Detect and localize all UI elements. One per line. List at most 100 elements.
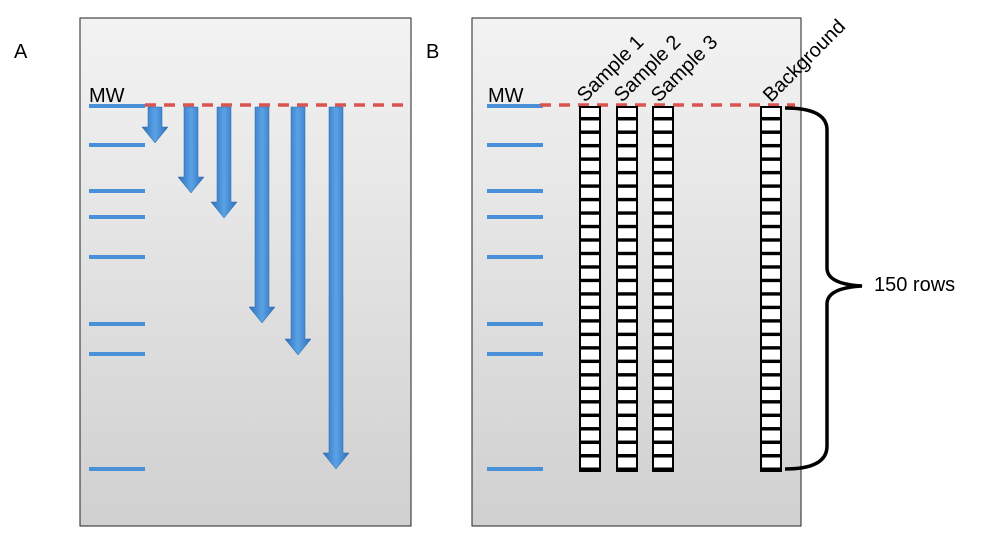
lane-divider [617, 157, 637, 161]
lane-divider [653, 346, 673, 350]
lane-divider [617, 427, 637, 431]
marker-band [89, 143, 145, 147]
lane-divider [580, 211, 600, 215]
lane-divider [761, 265, 781, 269]
lane-divider [761, 211, 781, 215]
lane-divider [653, 292, 673, 296]
lane-divider [580, 359, 600, 364]
lane-divider [580, 427, 600, 431]
migration-arrow [284, 106, 312, 356]
lane-divider [653, 467, 673, 471]
lane-divider [761, 238, 781, 242]
panel-a-letter: A [14, 41, 28, 63]
lane-divider [580, 467, 600, 471]
lane-divider [580, 251, 600, 256]
lane-divider [653, 454, 673, 458]
lane-divider [761, 184, 781, 188]
lane-divider [653, 211, 673, 215]
lane-divider [653, 157, 673, 161]
lane-divider [617, 400, 637, 404]
marker-band [487, 255, 543, 259]
lane-divider [580, 454, 600, 458]
marker-band [487, 143, 543, 147]
lane-divider [617, 467, 637, 471]
marker-band [487, 215, 543, 219]
migration-arrow [141, 106, 169, 144]
lane-divider [653, 373, 673, 377]
panel-a: MW [79, 17, 412, 527]
lane-divider [761, 130, 781, 134]
panel-b-marker-bands [487, 104, 543, 471]
lane-divider [761, 170, 781, 175]
lane-divider [617, 238, 637, 242]
sample-lane [760, 106, 782, 472]
lane-divider [653, 400, 673, 404]
lane-divider [617, 184, 637, 188]
lane-divider [580, 413, 600, 418]
lane-divider [580, 184, 600, 188]
lane-outline [616, 106, 638, 472]
lane-divider [653, 319, 673, 323]
lane-divider [617, 278, 637, 283]
lane-divider [761, 427, 781, 431]
lane-divider [580, 319, 600, 323]
lane-divider [653, 238, 673, 242]
lane-divider [653, 305, 673, 310]
lane-outline [652, 106, 674, 472]
lane-divider [761, 386, 781, 391]
marker-band [487, 352, 543, 356]
lane-divider [617, 197, 637, 202]
lane-divider [761, 467, 781, 471]
lane-divider [761, 346, 781, 350]
lane-divider [761, 454, 781, 458]
lane-divider [653, 170, 673, 175]
lane-divider [653, 184, 673, 188]
marker-band [89, 322, 145, 326]
lane-divider [580, 238, 600, 242]
lane-divider [580, 292, 600, 296]
rows-brace [784, 106, 863, 471]
marker-band [89, 352, 145, 356]
lane-divider [580, 197, 600, 202]
lane-divider [617, 359, 637, 364]
lane-divider [580, 386, 600, 391]
lane-divider [580, 332, 600, 337]
lane-divider [653, 116, 673, 121]
lane-divider [761, 197, 781, 202]
lane-divider [653, 143, 673, 148]
lane-divider [617, 251, 637, 256]
lane-divider [761, 292, 781, 296]
lane-divider [761, 359, 781, 364]
marker-band [487, 467, 543, 471]
lane-divider [653, 197, 673, 202]
lane-divider [761, 157, 781, 161]
migration-arrow [322, 106, 350, 470]
lane-divider [761, 319, 781, 323]
lane-divider [653, 265, 673, 269]
lane-divider [580, 116, 600, 121]
lane-divider [761, 400, 781, 404]
lane-divider [580, 265, 600, 269]
lane-divider [761, 332, 781, 337]
marker-band [487, 322, 543, 326]
panel-b-letter: B [426, 41, 439, 63]
lane-divider [580, 143, 600, 148]
lane-divider [617, 116, 637, 121]
lane-divider [761, 373, 781, 377]
lane-divider [761, 278, 781, 283]
lane-divider [617, 265, 637, 269]
lane-divider [653, 440, 673, 445]
lane-outline [579, 106, 601, 472]
lane-divider [580, 157, 600, 161]
lane-divider [580, 440, 600, 445]
panel-b-mw-label: MW [488, 85, 524, 107]
lane-divider [617, 130, 637, 134]
lane-divider [761, 440, 781, 445]
panel-a-mw-label: MW [89, 85, 125, 107]
migration-arrow [210, 106, 238, 219]
marker-band [487, 104, 543, 108]
lane-divider [580, 278, 600, 283]
lane-divider [653, 130, 673, 134]
lane-divider [617, 170, 637, 175]
